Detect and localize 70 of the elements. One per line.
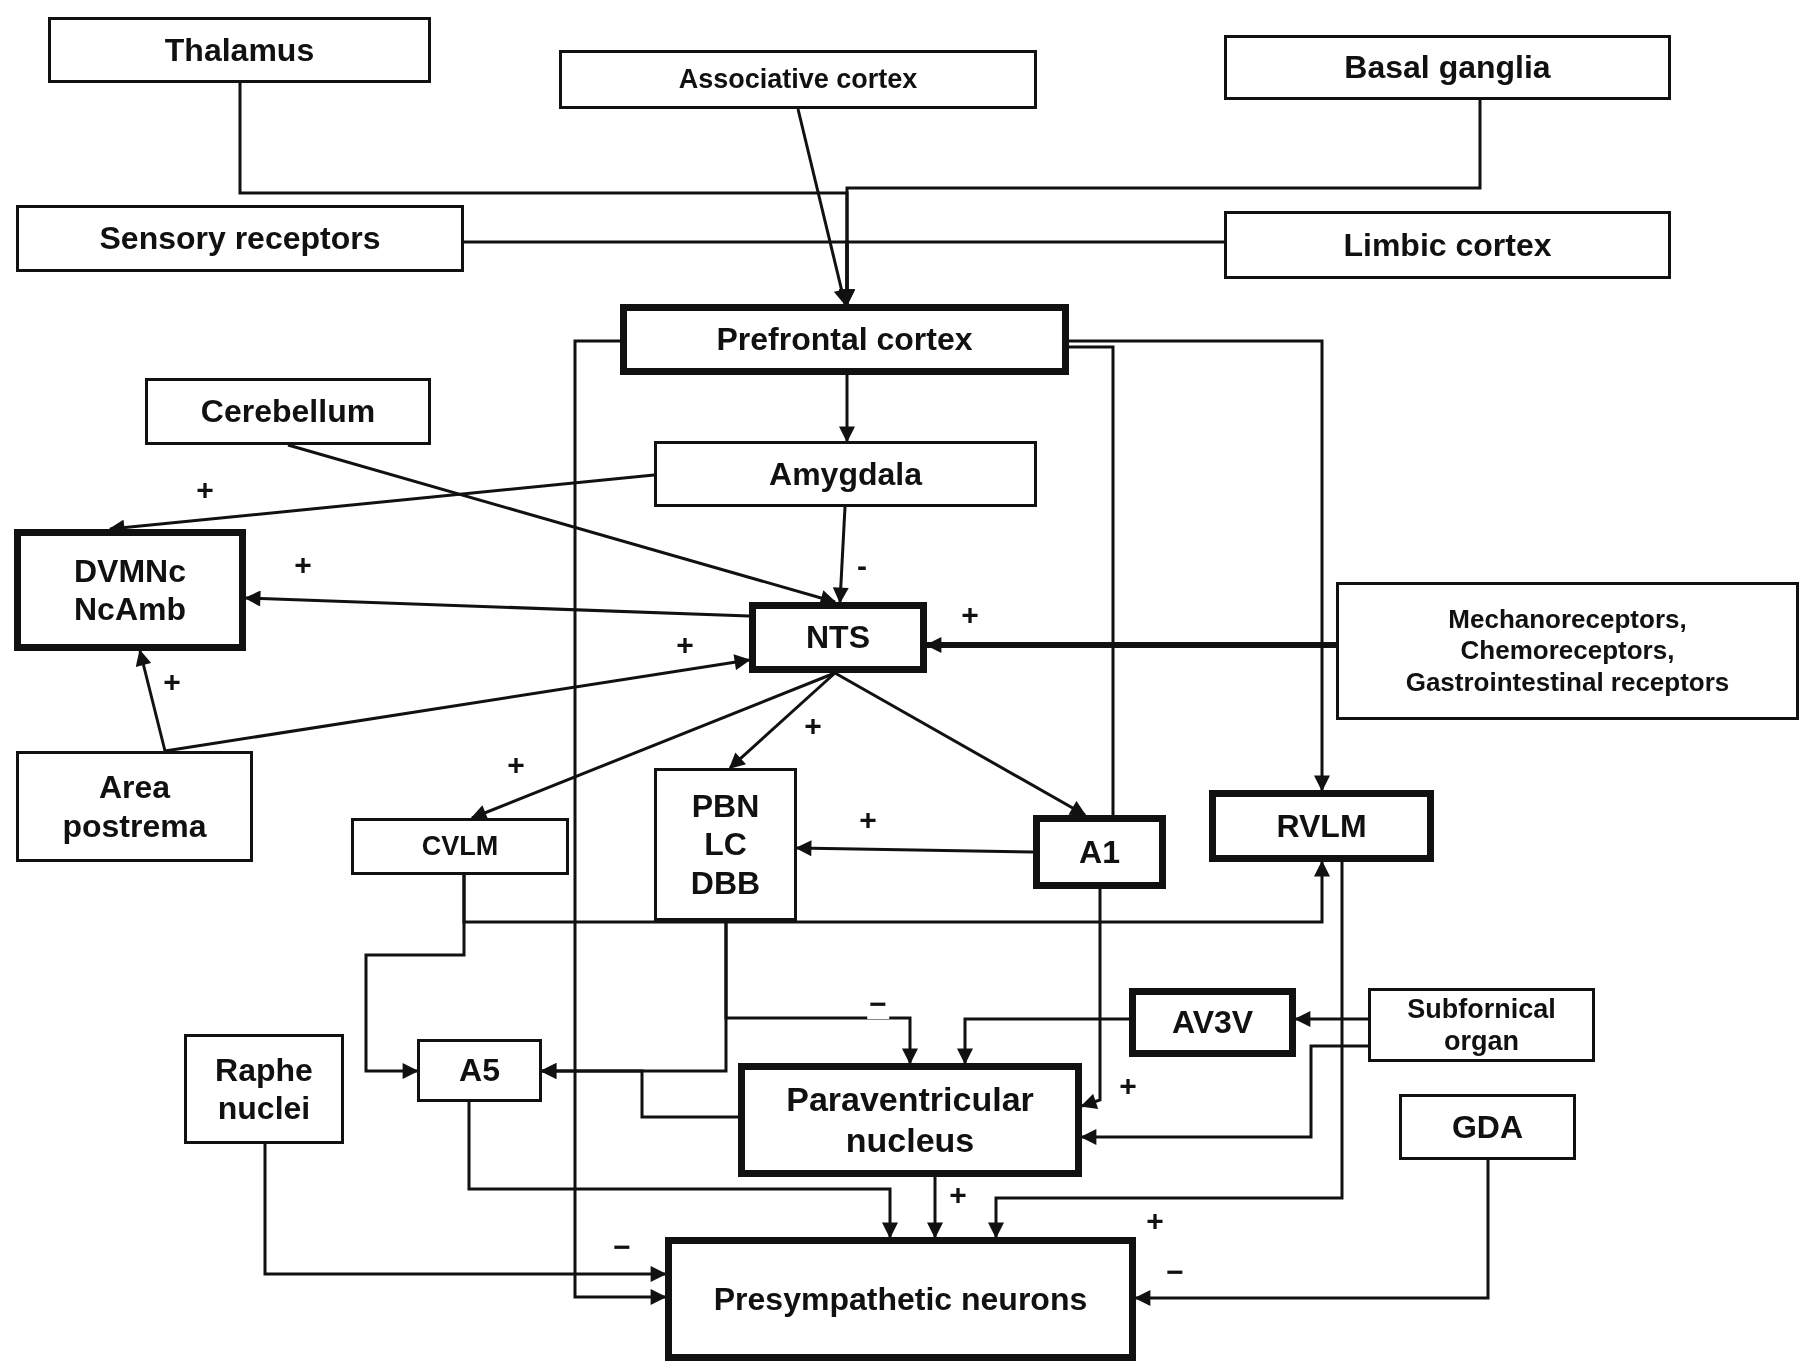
node-label: CVLM <box>421 830 499 863</box>
node-label: Cerebellum <box>200 392 376 431</box>
process-box <box>1368 988 1595 1062</box>
process-box <box>665 1237 1136 1361</box>
process-box <box>738 1063 1082 1177</box>
node-label: Mechanoreceptors, Chemoreceptors, Gastrointestinal receptors <box>1404 604 1731 698</box>
node-label: DVMNc NcAmb <box>73 551 187 629</box>
node-label: Area postrema <box>61 768 208 845</box>
process-box <box>654 768 797 921</box>
node-label: NTS <box>806 618 870 657</box>
arrow <box>244 590 750 618</box>
node-label: GDA <box>1451 1107 1524 1147</box>
node-label: Thalamus <box>164 30 315 70</box>
arrow <box>1069 339 1330 792</box>
arrow <box>263 1144 667 1282</box>
process-box <box>351 818 569 875</box>
arrow <box>1080 1044 1368 1145</box>
node-label: Amygdala <box>769 454 922 494</box>
arrow <box>728 671 836 770</box>
node-label: Sensory receptors <box>99 219 381 258</box>
process-box <box>417 1039 542 1102</box>
arrow <box>573 339 667 1305</box>
arrow <box>1080 889 1102 1110</box>
arrow <box>988 862 1344 1239</box>
node-label: Limbic cortex <box>1343 225 1552 265</box>
arrow <box>795 840 1034 857</box>
node-label: Presympathetic neurons <box>713 1279 1088 1319</box>
node-label: Subfornical organ <box>1406 992 1557 1058</box>
process-box <box>1399 1094 1576 1160</box>
arrow <box>927 1177 943 1239</box>
arrow <box>834 671 1087 817</box>
process-box <box>620 304 1069 375</box>
node-label: RVLM <box>1276 806 1367 846</box>
arrow <box>364 875 466 1079</box>
arrow <box>957 1017 1129 1065</box>
process-box <box>559 50 1037 109</box>
process-box <box>749 602 927 673</box>
process-box <box>184 1034 344 1144</box>
node-label: A5 <box>459 1051 500 1090</box>
node-label: Prefrontal cortex <box>716 320 973 359</box>
arrow <box>724 921 918 1065</box>
arrow <box>832 506 849 604</box>
process-box <box>1224 211 1671 279</box>
process-box <box>48 17 431 83</box>
arrow <box>135 649 167 752</box>
node-label: Paraventricular nucleus <box>785 1079 1035 1161</box>
arrow <box>540 1063 738 1119</box>
node-label: AV3V <box>1171 1003 1254 1042</box>
process-box <box>654 441 1037 507</box>
node-label: Basal ganglia <box>1344 48 1551 87</box>
process-box <box>1033 815 1166 889</box>
node-label: Associative cortex <box>678 63 918 96</box>
process-box <box>16 205 464 272</box>
node-label: PBN LC DBB <box>690 786 761 903</box>
process-box <box>14 529 246 651</box>
arrow <box>925 637 1336 653</box>
process-box <box>145 378 431 445</box>
arrow <box>1134 1160 1490 1306</box>
node-label: A1 <box>1079 832 1120 872</box>
connector-line <box>1069 345 1115 815</box>
process-box <box>1224 35 1671 100</box>
arrow <box>839 375 855 443</box>
node-label: Raphe nuclei <box>214 1050 314 1128</box>
arrow <box>1294 1011 1368 1027</box>
process-box <box>1209 790 1434 862</box>
process-box <box>1129 988 1296 1057</box>
arrow <box>467 1102 898 1239</box>
process-box <box>1336 582 1799 720</box>
process-box <box>16 751 253 862</box>
arrow <box>164 654 751 753</box>
